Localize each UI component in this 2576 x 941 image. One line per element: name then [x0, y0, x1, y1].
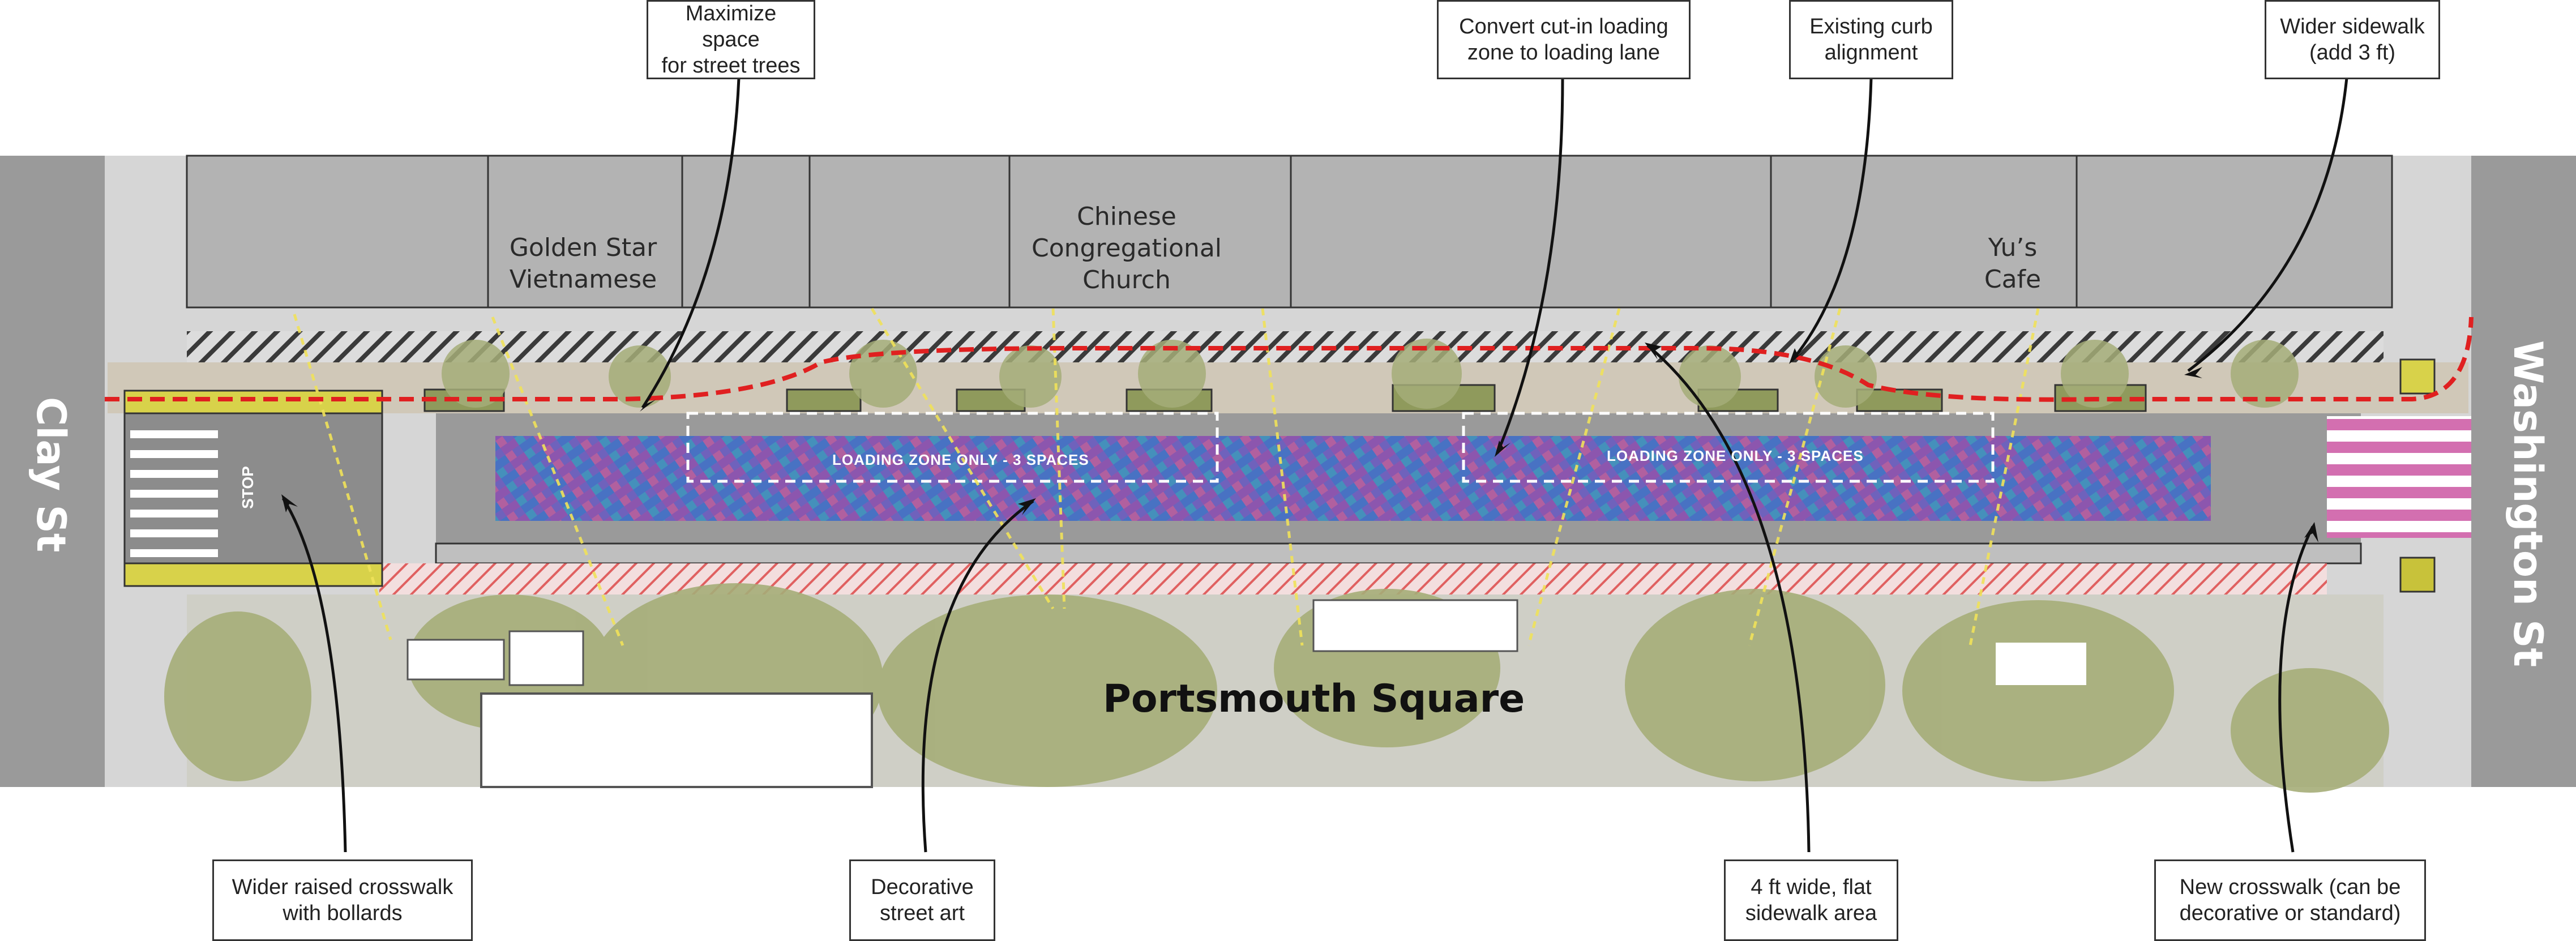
curb-ramp-yellow-2	[2399, 557, 2436, 593]
loading-zone-box-2	[1462, 412, 1995, 483]
loading-zone-text-1: LOADING ZONE ONLY - 3 SPACES	[832, 451, 1089, 468]
crosswalk-stripes-clay	[130, 430, 218, 557]
church-label: Chinese Congregational Church	[1031, 202, 1222, 294]
callout-new-crosswalk: New crosswalk (can be decorative or stan…	[2154, 859, 2426, 941]
lane-edge	[435, 542, 2362, 564]
callout-street-trees: Maximize space for street trees	[647, 0, 815, 79]
leader-lines	[281, 78, 2348, 853]
park-pavilion	[1312, 599, 1518, 652]
street-art	[495, 436, 2211, 521]
sight-lines	[293, 307, 2040, 646]
curb-ramp-yellow	[2399, 358, 2436, 395]
callout-wider-sidewalk: Wider sidewalk (add 3 ft)	[2265, 0, 2440, 79]
callout-street-art: Decorative street art	[849, 859, 995, 941]
loading-zone-text-2: LOADING ZONE ONLY - 3 SPACES	[1607, 447, 1864, 464]
park-name: Portsmouth Square	[1103, 677, 1525, 721]
callout-loading-lane: Convert cut-in loading zone to loading l…	[1437, 0, 1691, 79]
park-small-box	[1996, 643, 2086, 685]
red-hatch-band	[379, 563, 2327, 594]
clay-st-label: Clay St	[28, 397, 74, 553]
new-crosswalk	[2327, 416, 2471, 538]
clay-street	[0, 156, 105, 787]
street-trees	[442, 339, 2299, 409]
callout-raised-crosswalk: Wider raised crosswalk with bollards	[212, 859, 473, 941]
callout-flat-sidewalk: 4 ft wide, flat sidewalk area	[1724, 859, 1898, 941]
park-kiosk-2	[508, 630, 584, 686]
washington-st-label: Washington St	[2505, 340, 2551, 668]
loading-zone-box-1	[686, 412, 1219, 483]
yus-cafe-label: Yu’s Cafe	[1984, 233, 2042, 294]
leader-arrowheads	[281, 343, 2318, 542]
building-row	[186, 155, 2393, 309]
park-kiosk	[406, 639, 505, 681]
existing-curb-line	[105, 316, 2474, 402]
callout-curb-alignment: Existing curb alignment	[1789, 0, 1953, 79]
stop-marking: STOP	[238, 466, 256, 509]
park-structure	[480, 692, 873, 788]
golden-star-label: Golden Star Vietnamese	[509, 233, 657, 294]
washington-street	[2471, 156, 2576, 787]
